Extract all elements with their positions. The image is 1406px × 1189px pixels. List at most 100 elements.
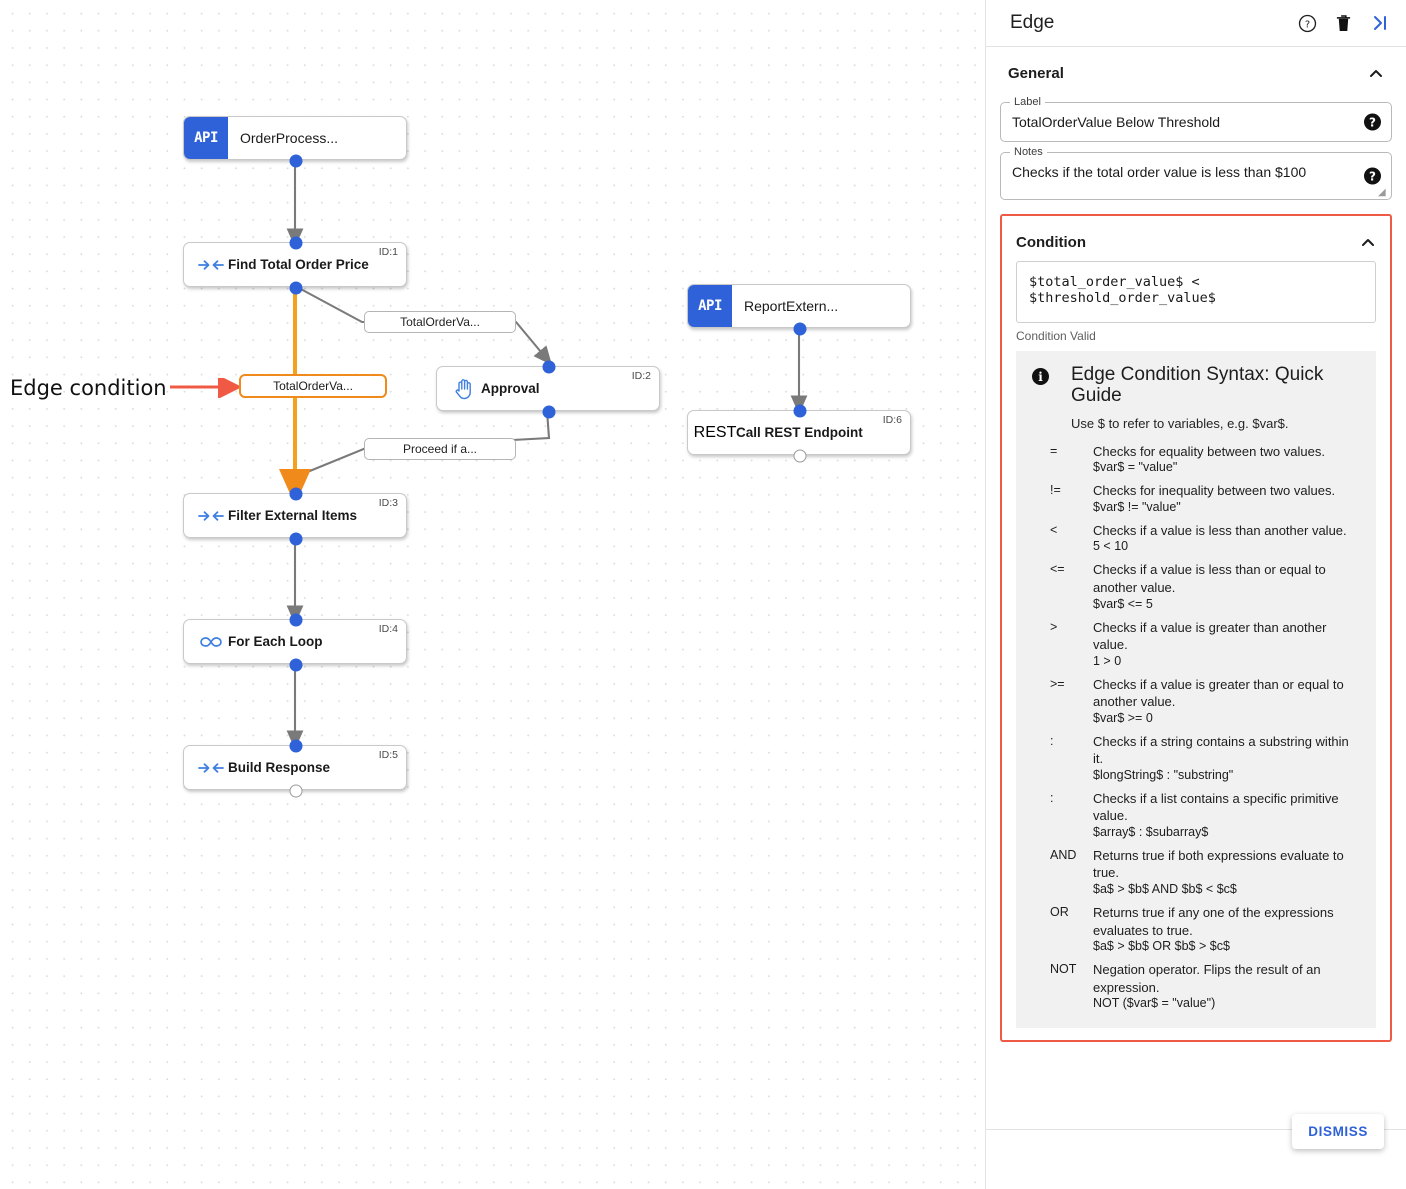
syntax-quick-guide: i Edge Condition Syntax: Quick Guide Use… bbox=[1016, 351, 1376, 1029]
operator-description: Checks if a list contains a specific pri… bbox=[1093, 790, 1339, 824]
operator-row: > Checks if a value is greater than anot… bbox=[1050, 619, 1360, 668]
edge-label-chip[interactable]: Proceed if a... bbox=[364, 438, 516, 460]
node-output-port[interactable] bbox=[793, 449, 807, 463]
node-order-process[interactable]: API OrderProcess... bbox=[183, 116, 407, 168]
label-field[interactable]: Label TotalOrderValue Below Threshold ? bbox=[1000, 96, 1392, 142]
operator-row: != Checks for inequality between two val… bbox=[1050, 482, 1360, 514]
node-output-port[interactable] bbox=[793, 322, 807, 336]
operator-row: <= Checks if a value is less than or equ… bbox=[1050, 561, 1360, 610]
operator-example: $var$ = "value" bbox=[1093, 460, 1178, 475]
operator-symbol: <= bbox=[1050, 562, 1065, 577]
operator-symbol: OR bbox=[1050, 904, 1069, 919]
operator-description: Checks if a value is greater than anothe… bbox=[1093, 619, 1327, 653]
edge-label-text: TotalOrderVa... bbox=[273, 379, 353, 393]
operator-row: : Checks if a string contains a substrin… bbox=[1050, 733, 1360, 782]
operator-description: Checks if a value is greater than or equ… bbox=[1093, 676, 1344, 710]
node-input-port[interactable] bbox=[289, 613, 303, 627]
operator-example: $var$ != "value" bbox=[1093, 499, 1181, 514]
api-badge: API bbox=[688, 285, 732, 327]
node-input-port[interactable] bbox=[542, 360, 556, 374]
operator-row: >= Checks if a value is greater than or … bbox=[1050, 676, 1360, 725]
general-heading: General bbox=[1008, 65, 1064, 82]
workflow-canvas[interactable]: Edge condition API OrderProcess... Find … bbox=[0, 0, 985, 1189]
node-approval[interactable]: Approval ID:2 bbox=[436, 360, 660, 419]
node-output-port[interactable] bbox=[542, 405, 556, 419]
edge-label-chip[interactable]: TotalOrderVa... bbox=[364, 311, 516, 333]
mapper-arrows-icon bbox=[194, 761, 228, 775]
dismiss-button[interactable]: DISMISS bbox=[1292, 1114, 1384, 1149]
operator-row: < Checks if a value is less than another… bbox=[1050, 522, 1360, 554]
node-output-port[interactable] bbox=[289, 532, 303, 546]
panel-header: Edge ? bbox=[986, 0, 1406, 47]
condition-section-header[interactable]: Condition bbox=[1016, 216, 1376, 261]
node-input-port[interactable] bbox=[793, 404, 807, 418]
operator-description: Checks if a value is less than or equal … bbox=[1093, 562, 1326, 595]
operator-description: Checks for inequality between two values… bbox=[1093, 483, 1336, 499]
node-output-port[interactable] bbox=[289, 784, 303, 798]
notes-help-icon[interactable]: ? bbox=[1364, 167, 1381, 185]
operator-symbol: AND bbox=[1050, 847, 1077, 862]
operator-example: NOT ($var$ = "value") bbox=[1093, 996, 1216, 1011]
hand-approval-icon bbox=[447, 378, 481, 400]
operator-row: = Checks for equality between two values… bbox=[1050, 443, 1360, 475]
panel-footer: DISMISS bbox=[986, 1114, 1406, 1189]
operator-row: NOT Negation operator. Flips the result … bbox=[1050, 961, 1360, 1010]
node-call-rest-endpoint[interactable]: REST Call REST Endpoint ID:6 bbox=[687, 404, 911, 463]
edge-connections-layer bbox=[279, 160, 808, 750]
node-id-badge: ID:2 bbox=[631, 370, 651, 382]
operator-symbol: >= bbox=[1050, 676, 1065, 691]
operator-description: Negation operator. Flips the result of a… bbox=[1093, 962, 1321, 995]
operator-row: : Checks if a list contains a specific p… bbox=[1050, 790, 1360, 839]
delete-trash-icon[interactable] bbox=[1335, 14, 1352, 33]
node-input-port[interactable] bbox=[289, 487, 303, 501]
condition-expression-input[interactable]: $total_order_value$ < $threshold_order_v… bbox=[1016, 261, 1376, 323]
operator-example: $array$ : $subarray$ bbox=[1093, 824, 1209, 839]
panel-title: Edge bbox=[1010, 12, 1055, 33]
node-report-external[interactable]: API ReportExtern... bbox=[687, 284, 911, 336]
mapper-arrows-icon bbox=[194, 258, 228, 272]
node-input-port[interactable] bbox=[289, 739, 303, 753]
operator-description: Checks for equality between two values. bbox=[1093, 443, 1325, 459]
node-for-each-loop[interactable]: For Each Loop ID:4 bbox=[183, 613, 407, 672]
infinity-loop-icon bbox=[194, 635, 228, 649]
notes-field[interactable]: Notes Checks if the total order value is… bbox=[1000, 146, 1392, 200]
node-filter-external-items[interactable]: Filter External Items ID:3 bbox=[183, 487, 407, 546]
node-id-badge: ID:5 bbox=[378, 749, 398, 761]
condition-expression-value: $total_order_value$ < $threshold_order_v… bbox=[1029, 274, 1216, 306]
guide-subtitle: Use $ to refer to variables, e.g. $var$. bbox=[1071, 415, 1289, 431]
node-label: Build Response bbox=[228, 760, 331, 775]
collapse-panel-icon[interactable] bbox=[1370, 14, 1390, 32]
operator-symbol: : bbox=[1050, 733, 1054, 748]
label-help-icon[interactable]: ? bbox=[1364, 113, 1381, 131]
rest-badge: REST bbox=[693, 423, 737, 441]
node-input-port[interactable] bbox=[289, 236, 303, 250]
node-build-response[interactable]: Build Response ID:5 bbox=[183, 739, 407, 798]
help-circle-icon[interactable]: ? bbox=[1298, 14, 1317, 33]
chevron-up-icon[interactable] bbox=[1368, 66, 1384, 82]
node-find-total-order-price[interactable]: Find Total Order Price ID:1 bbox=[183, 236, 407, 295]
annotation-text: Edge condition bbox=[10, 376, 167, 400]
resize-grip-icon[interactable]: ◢ bbox=[1378, 187, 1386, 198]
operator-symbol: = bbox=[1050, 443, 1058, 458]
operator-description: Returns true if any one of the expressio… bbox=[1093, 904, 1334, 938]
node-label: OrderProcess... bbox=[240, 130, 339, 146]
node-output-port[interactable] bbox=[289, 154, 303, 168]
general-section-header[interactable]: General bbox=[1000, 47, 1392, 92]
node-label: For Each Loop bbox=[228, 634, 323, 649]
condition-heading: Condition bbox=[1016, 234, 1086, 251]
node-output-port[interactable] bbox=[289, 281, 303, 295]
node-output-port[interactable] bbox=[289, 658, 303, 672]
svg-text:?: ? bbox=[1305, 19, 1310, 30]
edge-label-chip-selected[interactable]: TotalOrderVa... bbox=[239, 374, 387, 398]
operator-example: $var$ >= 0 bbox=[1093, 710, 1153, 725]
chevron-up-icon[interactable] bbox=[1360, 235, 1376, 251]
operator-row: OR Returns true if any one of the expres… bbox=[1050, 904, 1360, 953]
operator-description: Checks if a value is less than another v… bbox=[1093, 522, 1347, 538]
operator-symbol: : bbox=[1050, 790, 1054, 805]
node-id-badge: ID:6 bbox=[882, 414, 902, 426]
node-id-badge: ID:1 bbox=[378, 246, 398, 258]
condition-status-text: Condition Valid bbox=[1016, 329, 1096, 343]
info-icon: i bbox=[1032, 368, 1049, 385]
operator-example: 5 < 10 bbox=[1093, 539, 1129, 554]
node-label: Approval bbox=[481, 381, 540, 396]
